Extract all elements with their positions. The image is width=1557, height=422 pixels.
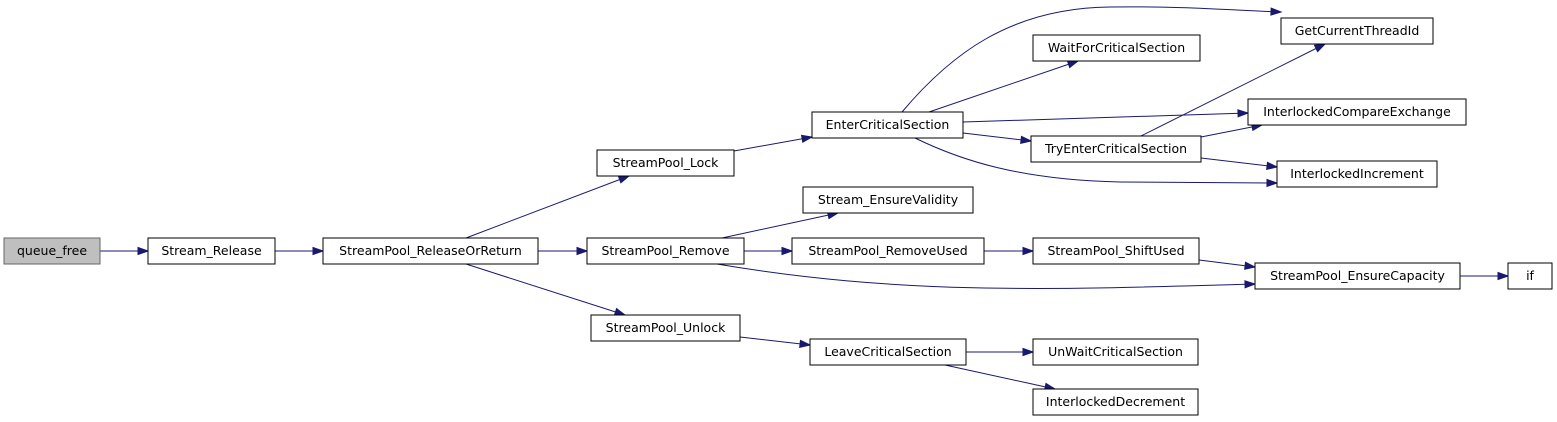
node-label: StreamPool_Unlock [606,320,726,335]
node-label: InterlockedCompareExchange [1263,104,1451,119]
node-label: if [1526,268,1534,283]
edge-shiftused-to-ensurecapacity [1198,259,1257,270]
arrowhead [1244,280,1257,289]
edge-remove-to-ensurevalidity [721,211,840,239]
edge-leave-to-interlockeddecrement [944,364,1057,391]
edge-remove-to-removeused [744,246,794,256]
node-entercriticalsection[interactable]: EnterCriticalSection [811,111,964,139]
edge-enter-to-interlockedincrement [914,137,1279,188]
node-label: StreamPool_Lock [613,155,720,170]
edge-tryenter-to-getcurrentthreadid [1140,43,1327,137]
edge-releaseorreturn-to-remove [538,246,589,256]
node-label: StreamPool_ShiftUsed [1047,243,1184,258]
arrowhead [799,339,812,348]
arrowhead [1022,246,1035,256]
arrowhead [1266,178,1279,188]
node-streampool-removeused[interactable]: StreamPool_RemoveUsed [791,237,985,265]
edge-stream-release-to-releaseorreturn [275,246,325,256]
arrowhead [1244,261,1257,270]
node-label: queue_free [17,243,87,258]
edge-remove-to-ensurecapacity [716,263,1257,289]
edge-ensurecapacity-to-if [1460,271,1510,281]
node-interlockeddecrement[interactable]: InterlockedDecrement [1032,388,1199,416]
edge-leave-to-unwaitcriticalsection [966,347,1035,357]
node-waitforcriticalsection[interactable]: WaitForCriticalSection [1032,34,1201,62]
node-interlockedcompareexchange[interactable]: InterlockedCompareExchange [1247,98,1467,126]
edge-lock-to-entercriticalsection [733,134,814,152]
node-label: StreamPool_RemoveUsed [808,243,967,258]
arrowhead [1313,43,1327,53]
arrowhead [1066,60,1080,69]
node-label: StreamPool_EnsureCapacity [1270,268,1445,283]
edge-tryenter-to-compareexchange [1200,122,1264,138]
node-queue-free[interactable]: queue_free [3,237,101,265]
edge-tryenter-to-interlockedincrement [1200,157,1279,170]
node-streampool-unlock[interactable]: StreamPool_Unlock [590,314,741,342]
node-unwaitcriticalsection[interactable]: UnWaitCriticalSection [1032,338,1199,366]
arrowhead [617,175,631,184]
edge-releaseorreturn-to-unlock [465,263,627,316]
arrowhead [1020,135,1033,144]
node-leavecriticalsection[interactable]: LeaveCriticalSection [809,338,967,366]
node-label: InterlockedDecrement [1046,394,1185,409]
node-if[interactable]: if [1507,262,1553,290]
edge-enter-to-compareexchange [962,109,1250,123]
arrowhead [781,246,794,256]
arrowhead [800,134,814,143]
arrowhead [1022,347,1035,357]
node-label: InterlockedIncrement [1290,166,1424,181]
edge-removeused-to-shiftused [984,246,1035,256]
node-tryentercriticalsection[interactable]: TryEnterCriticalSection [1030,135,1202,163]
node-getcurrentthreadid[interactable]: GetCurrentThreadId [1280,17,1434,45]
arrowhead [1266,161,1279,170]
node-streampool-shiftused[interactable]: StreamPool_ShiftUsed [1032,237,1200,265]
arrowhead [312,246,325,256]
arrowhead [137,246,150,256]
node-streampool-remove[interactable]: StreamPool_Remove [586,237,745,265]
edge-enter-to-waitforcriticalsection [928,60,1080,113]
node-label: Stream_Release [161,243,262,258]
node-label: TryEnterCriticalSection [1044,141,1187,156]
node-label: EnterCriticalSection [826,117,950,132]
node-stream-ensurevalidity[interactable]: Stream_EnsureValidity [802,186,974,214]
arrowhead [576,246,589,256]
node-label: UnWaitCriticalSection [1048,344,1183,359]
edge-unlock-to-leavecriticalsection [739,336,812,348]
node-label: GetCurrentThreadId [1295,23,1420,38]
node-label: StreamPool_Remove [601,243,729,258]
edge-enter-to-tryentercriticalsection [962,132,1033,144]
node-interlockedincrement[interactable]: InterlockedIncrement [1276,160,1438,188]
node-label: Stream_EnsureValidity [818,192,959,207]
arrowhead [1270,7,1283,16]
edges [100,6,1510,391]
node-stream-release[interactable]: Stream_Release [147,237,276,265]
node-streampool-ensurecapacity[interactable]: StreamPool_EnsureCapacity [1254,262,1461,290]
arrowhead [1237,109,1250,118]
nodes: queue_free Stream_Release StreamPool_Rel… [3,17,1553,416]
edge-releaseorreturn-to-lock [465,175,631,239]
arrowhead [613,307,627,316]
node-label: StreamPool_ReleaseOrReturn [339,243,522,258]
edge-enter-to-getcurrentthreadid [901,6,1283,113]
node-label: LeaveCriticalSection [824,344,951,359]
edge-queue-free-to-stream-release [100,246,150,256]
node-streampool-lock[interactable]: StreamPool_Lock [596,149,735,177]
arrowhead [1497,271,1510,281]
node-label: WaitForCriticalSection [1048,40,1185,55]
node-streampool-releaseorreturn[interactable]: StreamPool_ReleaseOrReturn [322,237,539,265]
